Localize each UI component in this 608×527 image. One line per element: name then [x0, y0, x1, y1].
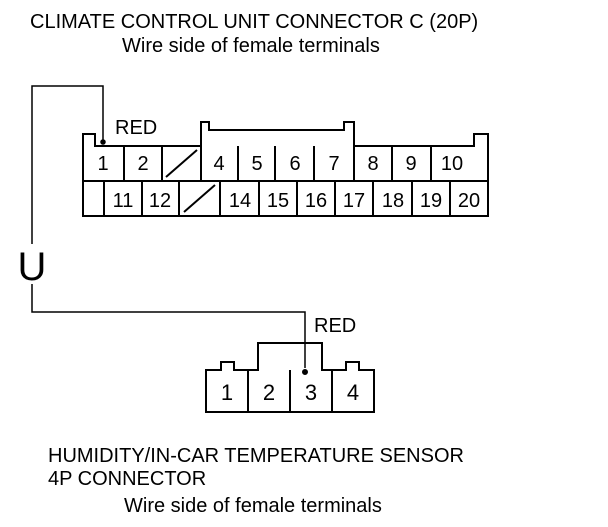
top-terminal-label: 2 — [137, 153, 148, 175]
top-row1-labels: 1 2 4 5 6 7 8 9 10 — [97, 153, 463, 175]
jumper-wire-top-segment — [31, 85, 104, 244]
top-wire-color-label: RED — [115, 117, 157, 139]
bottom-connector-title-line2: 4P CONNECTOR — [48, 468, 206, 490]
top-terminal-label: 15 — [267, 190, 289, 212]
empty-cavity-13-slash — [183, 184, 216, 213]
empty-cavity-3-slash — [165, 149, 198, 178]
top-row2-labels: 11 12 14 15 16 17 18 19 20 — [113, 190, 481, 212]
top-connector — [82, 121, 489, 217]
top-terminal-label: 19 — [420, 190, 442, 212]
top-terminal-label: 7 — [328, 153, 339, 175]
top-terminal-label: 1 — [97, 153, 108, 175]
bottom-wire-color-label: RED — [314, 315, 356, 337]
bottom-terminal-label: 2 — [263, 380, 275, 405]
jumper-wire — [31, 85, 306, 368]
top-probe-point — [100, 139, 106, 145]
top-terminal-label: 10 — [441, 153, 463, 175]
top-terminal-label: 6 — [289, 153, 300, 175]
jumper-wire-bottom-segment — [31, 284, 306, 368]
bottom-terminal-labels: 1 2 3 4 — [221, 380, 359, 405]
top-terminal-label: 18 — [382, 190, 404, 212]
top-terminal-label: 11 — [113, 190, 134, 212]
top-connector-outline — [82, 121, 489, 217]
top-terminal-label: 8 — [367, 153, 378, 175]
top-terminal-label: 14 — [229, 190, 251, 212]
top-terminal-label: 9 — [405, 153, 416, 175]
top-terminal-label: 16 — [305, 190, 327, 212]
bottom-terminal-label: 4 — [347, 380, 359, 405]
bottom-terminal-label: 1 — [221, 380, 233, 405]
bottom-connector-outline — [205, 342, 375, 413]
bottom-probe-point — [302, 369, 308, 375]
top-terminal-label: 5 — [251, 153, 262, 175]
bottom-connector-title-line1: HUMIDITY/IN-CAR TEMPERATURE SENSOR — [48, 445, 464, 467]
bottom-connector — [205, 342, 375, 413]
top-terminal-label: 20 — [458, 190, 480, 212]
bottom-connector-subtitle: Wire side of female terminals — [124, 495, 382, 517]
top-terminal-label: 17 — [343, 190, 365, 212]
top-row2-dividers — [103, 181, 451, 216]
top-row1-dividers — [123, 146, 432, 181]
top-terminal-label: 12 — [149, 190, 171, 212]
bottom-terminal-label: 3 — [305, 380, 317, 405]
top-terminal-label: 4 — [213, 153, 224, 175]
top-connector-title: CLIMATE CONTROL UNIT CONNECTOR C (20P) — [30, 11, 478, 33]
meter-symbol: U — [18, 245, 47, 289]
top-connector-subtitle: Wire side of female terminals — [122, 35, 380, 57]
